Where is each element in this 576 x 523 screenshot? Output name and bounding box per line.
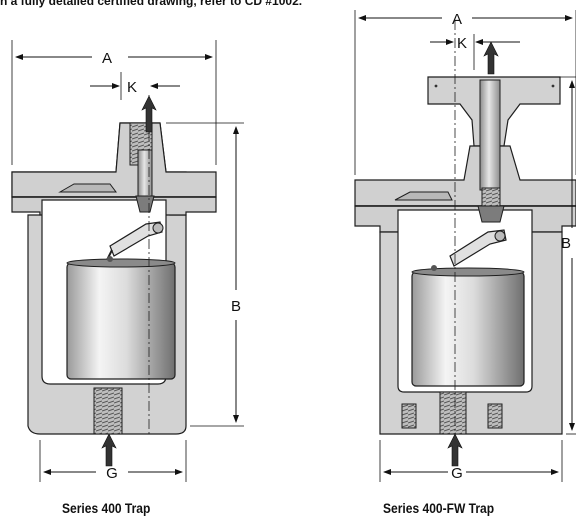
lever-mechanism: [449, 229, 507, 267]
dim-a-label: A: [452, 11, 462, 28]
dimension-g: [379, 440, 563, 482]
dim-k-label: K: [127, 79, 137, 96]
dimension-k: [90, 72, 180, 100]
series-400-fw-trap-drawing: A K B G: [354, 10, 576, 482]
dimension-g: [39, 440, 187, 482]
dimension-b: [520, 76, 576, 435]
dimension-k: [430, 34, 520, 70]
cover-flange: [11, 122, 217, 198]
dim-g-label: G: [106, 465, 118, 482]
outlet-flow-arrow: [141, 95, 157, 133]
caption-series-400: Series 400 Trap: [62, 500, 151, 516]
inlet-thread: [439, 391, 467, 435]
header-text: n a fully detailed certified drawing, re…: [0, 0, 303, 8]
dim-b-label: B: [231, 298, 241, 315]
drain-plug-right: [487, 403, 503, 429]
inlet-flow-arrow: [101, 433, 117, 467]
outlet-flow-arrow: [483, 41, 499, 75]
cover-flange: [354, 145, 576, 207]
inlet-thread: [93, 387, 123, 435]
outlet-thread: [481, 187, 501, 207]
dim-b-label: B: [561, 235, 571, 252]
dim-g-label: G: [451, 465, 463, 482]
dimension-a: [354, 10, 576, 175]
dimension-b: [166, 122, 244, 427]
dim-k-label: K: [457, 35, 467, 52]
series-400-trap-drawing: A K B G: [11, 40, 244, 482]
inverted-bucket: [411, 271, 525, 387]
inverted-bucket: [66, 262, 176, 380]
inlet-flow-arrow: [447, 433, 463, 467]
dimension-a: [11, 40, 217, 165]
dim-a-label: A: [102, 50, 112, 67]
caption-series-400-fw: Series 400-FW Trap: [383, 500, 495, 516]
drain-plug-left: [401, 403, 417, 429]
